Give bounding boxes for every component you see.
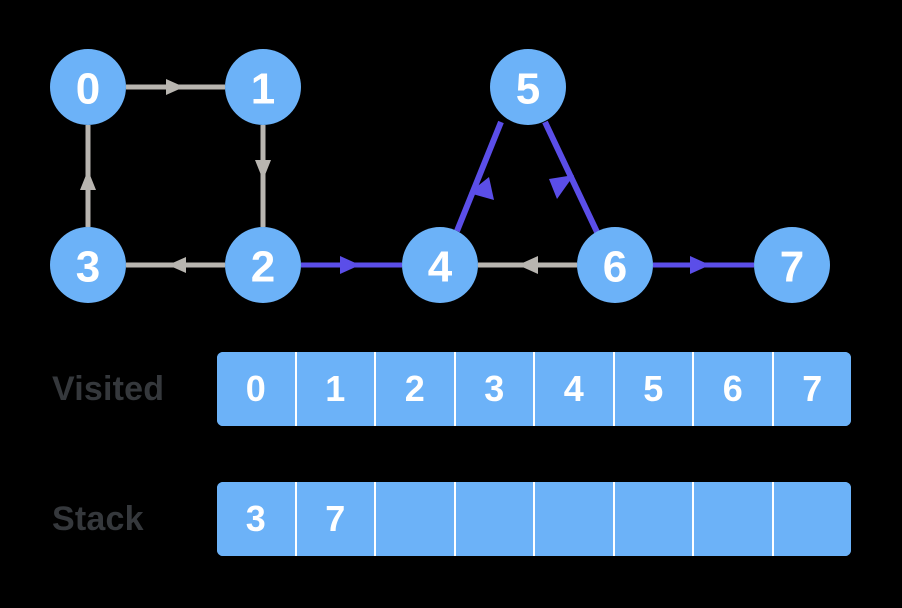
edge-2-to-3: [126, 257, 225, 273]
edge-layer: [80, 79, 754, 274]
edge-6-to-7: [653, 256, 754, 274]
node-label: 0: [76, 65, 100, 114]
edge-4-to-5: [454, 120, 504, 233]
stack-cell[interactable]: [376, 482, 456, 556]
visited-cell[interactable]: 6: [694, 352, 774, 426]
edge-5-to-6: [542, 120, 600, 234]
node-label: 3: [76, 243, 100, 292]
edge-1-to-2: [255, 125, 271, 227]
state-panels: Visited 0 1 2 3 4 5 6 7 Stack 3 7: [0, 340, 902, 608]
node-label: 7: [780, 243, 804, 292]
node-circle[interactable]: [402, 227, 478, 303]
arrowhead-icon: [469, 177, 494, 200]
node-circle[interactable]: [50, 227, 126, 303]
stack-row: Stack 3 7: [0, 482, 902, 556]
graph-diagram: 0 1 5 3 2 4: [50, 49, 830, 303]
arrowhead-icon: [340, 256, 360, 274]
visited-label: Visited: [52, 370, 165, 408]
stack-cells: 3 7: [217, 482, 851, 556]
visited-cell[interactable]: 4: [535, 352, 615, 426]
graph-node-3[interactable]: 3: [50, 227, 126, 303]
edge-2-to-4: [301, 256, 402, 274]
visited-cells: 0 1 2 3 4 5 6 7: [217, 352, 851, 426]
stack-cell[interactable]: [694, 482, 774, 556]
node-label: 6: [603, 243, 627, 292]
graph-node-4[interactable]: 4: [402, 227, 478, 303]
node-circle[interactable]: [225, 49, 301, 125]
arrowhead-icon: [168, 257, 186, 273]
visited-cell[interactable]: 5: [614, 352, 694, 426]
arrowhead-icon: [166, 79, 184, 95]
node-circle[interactable]: [754, 227, 830, 303]
graph-node-1[interactable]: 1: [225, 49, 301, 125]
node-label: 2: [251, 243, 275, 292]
stack-cell[interactable]: [773, 482, 851, 556]
visited-cell[interactable]: 7: [773, 352, 851, 426]
node-circle[interactable]: [490, 49, 566, 125]
arrowhead-icon: [549, 175, 574, 199]
edge-line: [454, 120, 504, 233]
visited-cell[interactable]: 1: [296, 352, 376, 426]
stack-label: Stack: [52, 500, 144, 538]
stack-cell[interactable]: 7: [296, 482, 376, 556]
arrowhead-icon: [255, 160, 271, 180]
node-label: 5: [516, 65, 540, 114]
node-circle[interactable]: [577, 227, 653, 303]
node-label: 4: [428, 243, 453, 292]
edge-0-to-1: [126, 79, 225, 95]
visited-row: Visited 0 1 2 3 4 5 6 7: [0, 352, 902, 426]
graph-node-2[interactable]: 2: [225, 227, 301, 303]
node-label: 1: [251, 65, 275, 114]
stack-cell[interactable]: 3: [217, 482, 297, 556]
graph-node-7[interactable]: 7: [754, 227, 830, 303]
arrowhead-icon: [690, 256, 710, 274]
graph-node-0[interactable]: 0: [50, 49, 126, 125]
stack-cell[interactable]: [535, 482, 615, 556]
edge-3-to-0: [80, 125, 96, 227]
stack-cell[interactable]: [455, 482, 535, 556]
edge-6-to-4: [478, 256, 577, 274]
node-circle[interactable]: [50, 49, 126, 125]
visited-cell[interactable]: 0: [217, 352, 297, 426]
node-circle[interactable]: [225, 227, 301, 303]
arrowhead-icon: [518, 256, 538, 274]
visited-cell[interactable]: 3: [455, 352, 535, 426]
visited-cell[interactable]: 2: [376, 352, 456, 426]
arrowhead-icon: [80, 170, 96, 190]
graph-node-5[interactable]: 5: [490, 49, 566, 125]
stack-cell[interactable]: [614, 482, 694, 556]
graph-node-6[interactable]: 6: [577, 227, 653, 303]
node-layer: 0 1 5 3 2 4: [50, 49, 830, 303]
